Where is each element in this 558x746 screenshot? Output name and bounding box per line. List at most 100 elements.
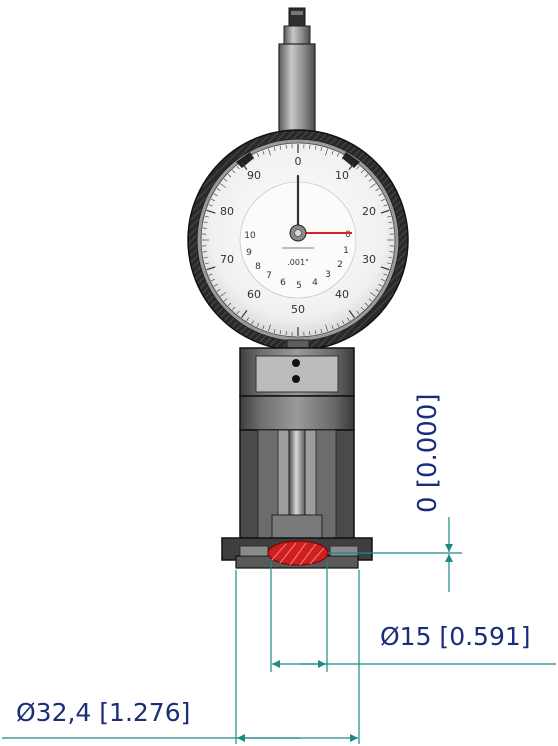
body-mid [239,395,355,431]
dial-tick [208,273,213,276]
dial-tick [236,310,240,315]
dim-inner-diameter-label: Ø15 [0.591] [380,622,531,651]
dial-tick [348,161,355,170]
dial-tick [378,193,383,196]
dial-tick [356,165,360,170]
dial-tick [227,302,232,306]
dial-tick [213,284,218,287]
dial-tick [383,273,388,276]
plunger-sleeve [271,514,323,542]
dial-tick [223,298,228,302]
dial-tick [216,188,221,191]
dial-tick [203,256,208,259]
dial-hub-center [294,229,302,237]
dial-tick [375,289,380,292]
dial-tick [364,174,369,178]
dial-tick [356,310,360,315]
gauge-body [221,347,373,569]
dial-tick [389,227,394,229]
dial-tick [383,204,388,207]
inner-number-4: 4 [312,278,318,288]
dial-tick [268,324,271,332]
dial-tick [309,331,311,336]
dial-tick [203,221,208,224]
dial-tick [347,317,350,322]
dial-tick [273,329,276,334]
outer-number-70: 70 [220,253,234,266]
dial-tick [208,204,213,207]
top-stem [278,7,316,149]
dial-tick [216,289,221,292]
dial-tick [331,150,334,155]
dial-tick [342,155,345,160]
inner-number-10: 10 [244,231,256,241]
inner-number-2: 2 [337,260,343,270]
dial-outer-scale: 0 10 20 30 40 50 60 70 80 90 [220,155,376,316]
inner-number-7: 7 [266,271,272,281]
dial-tick [241,161,248,170]
dial-tick [364,302,369,306]
dial-tick [285,144,287,149]
dim-offset-label: 0 [0.000] [413,393,443,513]
dial-tick [279,330,282,335]
dial-tick [246,317,249,322]
dial-tick [360,169,364,174]
outer-number-40: 40 [335,288,349,301]
dial-tick [388,221,393,224]
dial-inner-scale: 10 9 8 7 6 5 4 3 2 1 0 [244,230,351,291]
dial-tick [256,323,260,327]
inner-number-1: 1 [343,246,349,256]
dial-tick [285,331,287,336]
dial-tick [206,266,216,271]
inner-number-9: 9 [246,248,252,258]
inner-number-8: 8 [255,262,261,272]
dial-tick [262,325,265,330]
dial-tick [368,298,373,302]
dial-tick [378,284,383,287]
dial-tick [213,193,218,196]
dim-outer-diameter-label: Ø32,4 [1.276] [16,698,190,727]
dial-tick [347,158,350,163]
dial-tick [380,266,390,271]
dial-tick [325,148,328,156]
dial-tick [381,198,385,202]
dial-tick [236,165,240,170]
tolerance-marker-right [342,152,360,168]
dial-tick [368,178,373,182]
base-notch-right [329,545,359,557]
dial-ticks [202,144,394,336]
dial-tick [381,278,385,282]
dial-tick [387,215,392,218]
dial-tick [387,262,392,265]
tolerance-marker-left [236,152,254,168]
dial-tick [223,178,228,182]
dial-tick [256,153,260,157]
dial-tick [220,183,227,188]
dial-tick [314,330,317,335]
stem-cap [288,7,306,27]
outer-number-60: 60 [247,288,261,301]
dial-tick [388,256,393,259]
dial-tick [268,148,271,156]
dial-tick [204,262,209,265]
dimension-lines [2,517,556,744]
screw-icon [292,359,300,367]
inner-number-6: 6 [280,278,286,288]
dial-tick [389,251,394,253]
dial-tick [331,325,334,330]
outer-number-90: 90 [247,169,261,182]
inner-number-0: 0 [345,230,351,240]
dial-tick [262,150,265,155]
stem-cap-grip [291,11,303,15]
dial-tick [314,145,317,150]
dial-tick [211,278,215,282]
section-hatch-lines [271,542,325,566]
dial-tick [220,292,227,297]
dial-tick [204,215,209,218]
dial-tick [241,310,248,319]
stem-collar [283,25,311,47]
dial-tick [360,306,364,311]
dial-tick [206,209,216,214]
dial-tick [227,174,232,178]
